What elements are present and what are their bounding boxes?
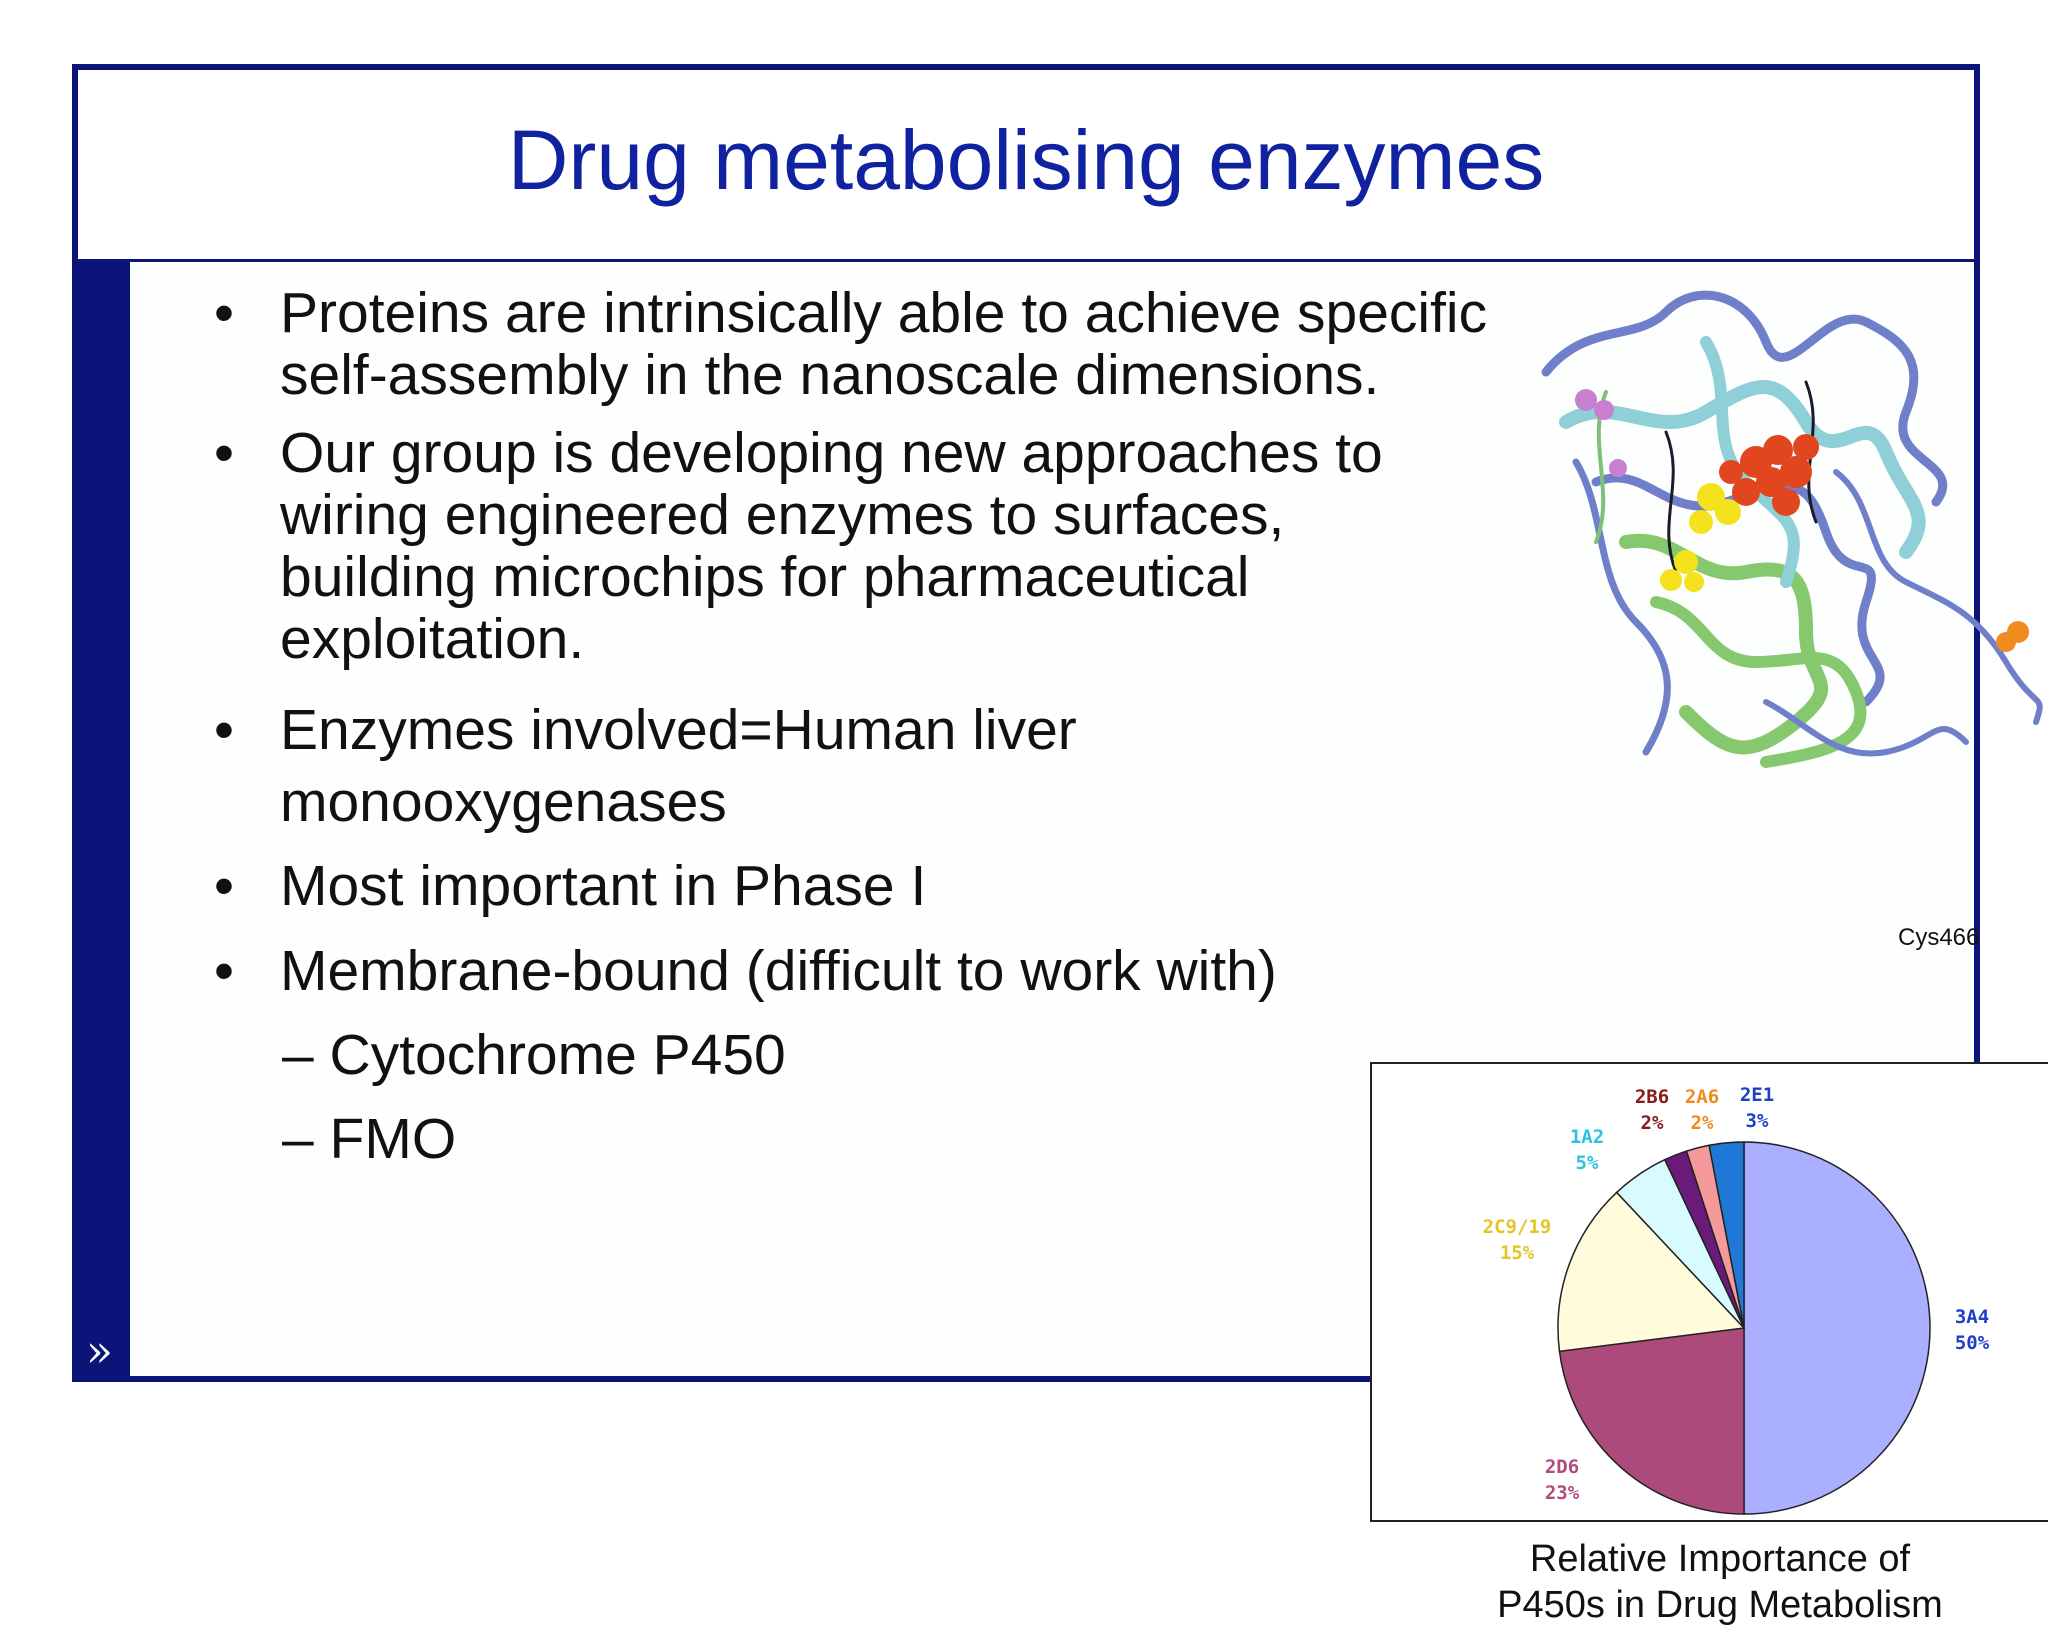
sub-bullet-item: – Cytochrome P450 xyxy=(282,1023,786,1087)
pie-label-name: 2C9/19 xyxy=(1482,1216,1552,1238)
pie-label: 2C9/19 15% xyxy=(1477,1214,1557,1266)
chart-caption: Relative Importance of P450s in Drug Met… xyxy=(1400,1536,2040,1628)
side-arrow-icon[interactable]: » xyxy=(86,1326,113,1377)
pie-slice-2e1 xyxy=(1708,1141,1745,1329)
bullet-line: self-assembly in the nanoscale dimension… xyxy=(280,343,1380,407)
pie-label-name: 2A6 xyxy=(1684,1086,1720,1108)
bullet-marker: • xyxy=(214,421,234,485)
side-bar: » xyxy=(78,262,130,1382)
pie-label-value: 3% xyxy=(1745,1110,1769,1132)
bullet-line: Our group is developing new approaches t… xyxy=(280,421,1383,485)
pie-label-name: 1A2 xyxy=(1569,1126,1605,1148)
pie-label-name: 3A4 xyxy=(1954,1306,1990,1328)
bullet-marker: • xyxy=(214,281,234,345)
pie-label-name: 2D6 xyxy=(1544,1456,1580,1478)
pie-label-value: 2% xyxy=(1640,1112,1664,1134)
bullet-line: Most important in Phase I xyxy=(280,854,927,918)
pie-label-value: 2% xyxy=(1690,1112,1714,1134)
pie-label-name: 2E1 xyxy=(1739,1084,1775,1106)
title-bar: Drug metabolising enzymes xyxy=(78,70,1974,262)
caption-line: P450s in Drug Metabolism xyxy=(1497,1584,1943,1626)
bullet-line: exploitation. xyxy=(280,607,585,671)
bullet-line: Enzymes involved=Human liver xyxy=(280,698,1077,762)
pie-slice-3a4 xyxy=(1743,1141,1931,1515)
pie-label-value: 23% xyxy=(1544,1482,1580,1504)
pie-label-value: 50% xyxy=(1954,1332,1990,1354)
bullet-marker: • xyxy=(214,698,234,762)
caption-line: Relative Importance of xyxy=(1529,1538,1911,1580)
bullet-marker: • xyxy=(214,939,234,1003)
pie-chart xyxy=(1557,1141,1931,1515)
pie-slice-2c9-19 xyxy=(1557,1191,1746,1353)
protein-label: Cys466 xyxy=(1898,924,1980,951)
pie-label-name: 2B6 xyxy=(1634,1086,1670,1108)
bullet-marker: • xyxy=(214,854,234,918)
slide-title: Drug metabolising enzymes xyxy=(507,113,1545,207)
slide-frame: Drug metabolising enzymes » • Proteins a… xyxy=(72,64,2048,1626)
bullet-line: Membrane-bound (difficult to work with) xyxy=(280,939,1277,1003)
bullet-line: wiring engineered enzymes to surfaces, xyxy=(280,483,1285,547)
sub-bullet-item: – FMO xyxy=(282,1107,457,1171)
protein-structure-image xyxy=(1541,290,2043,768)
bullet-line: monooxygenases xyxy=(280,770,727,834)
slide-content: • Proteins are intrinsically able to ach… xyxy=(130,262,2048,1626)
pie-label-value: 15% xyxy=(1499,1242,1535,1264)
bullet-line: building microchips for pharmaceutical xyxy=(280,545,1250,609)
pie-label-value: 5% xyxy=(1575,1152,1599,1174)
bullet-line: Proteins are intrinsically able to achie… xyxy=(280,281,1488,345)
